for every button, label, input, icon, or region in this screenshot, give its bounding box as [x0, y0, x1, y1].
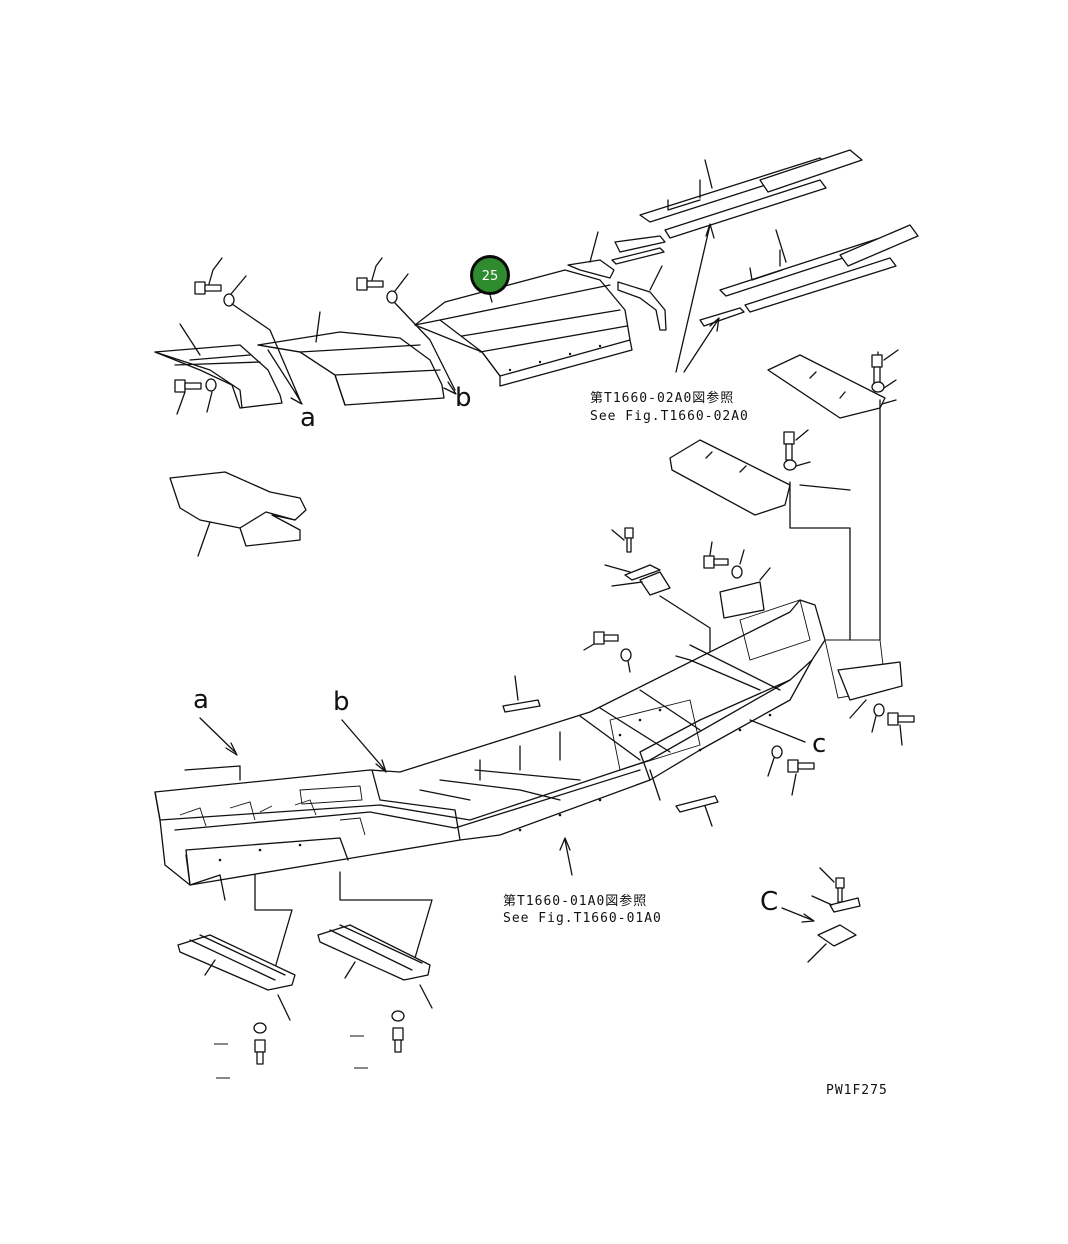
callout-25[interactable]: 25 [470, 255, 510, 303]
rail-upper [611, 149, 863, 265]
mid-right-cover [669, 399, 881, 641]
arrow-b-frame [341, 719, 386, 771]
bolt-right-1 [871, 349, 899, 405]
arrow-ref-mid [564, 839, 573, 876]
bolt-right-2 [783, 429, 811, 471]
bolt-a-1 [194, 257, 301, 401]
cover-panel-a-right [257, 311, 445, 406]
plate-mid [719, 567, 771, 619]
ref-mid-en: See Fig.T1660-01A0 [503, 911, 662, 926]
bottom-bracket-left [177, 874, 296, 1079]
drawing-code: PW1F275 [826, 1083, 888, 1098]
pad-strip-1 [502, 675, 541, 713]
bolt-b [356, 257, 457, 395]
main-cover-panel-25 [414, 269, 633, 387]
rolled-mat [169, 471, 307, 557]
arrow-a-frame [199, 717, 236, 753]
chassis-frame [154, 599, 903, 901]
rail-lower [699, 224, 919, 327]
ref-mid-jp: 第T1660-01A0図参照 [503, 893, 647, 909]
bolt-frame-right-2 [849, 699, 915, 746]
ref-top-jp: 第T1660-02A0図参照 [590, 390, 734, 406]
arrow-c-frame [749, 719, 806, 743]
label-b-top: b [455, 383, 472, 413]
detail-c-clip [781, 867, 861, 963]
label-a-top: a [300, 403, 316, 433]
callout-25-number: 25 [482, 269, 499, 284]
top-right-plate [767, 351, 886, 419]
bolt-a-2 [174, 378, 217, 415]
arrow-to-a [267, 349, 303, 405]
label-c-frame: c [812, 729, 826, 759]
bolt-mid-2 [583, 631, 632, 673]
side-strip-1 [567, 231, 615, 279]
label-b-frame: b [333, 687, 350, 717]
bolt-mid-1 [703, 541, 745, 579]
cover-panel-a-left [154, 323, 283, 409]
side-strip-2 [617, 265, 667, 331]
label-C-detail: C [760, 887, 778, 917]
pad-strip-2 [649, 769, 719, 827]
bolt-frame-right-1 [767, 745, 815, 796]
bottom-bracket-right [317, 871, 433, 1069]
label-a-frame: a [193, 685, 209, 715]
ref-arrows-top [675, 223, 720, 373]
ref-top-en: See Fig.T1660-02A0 [590, 409, 749, 424]
